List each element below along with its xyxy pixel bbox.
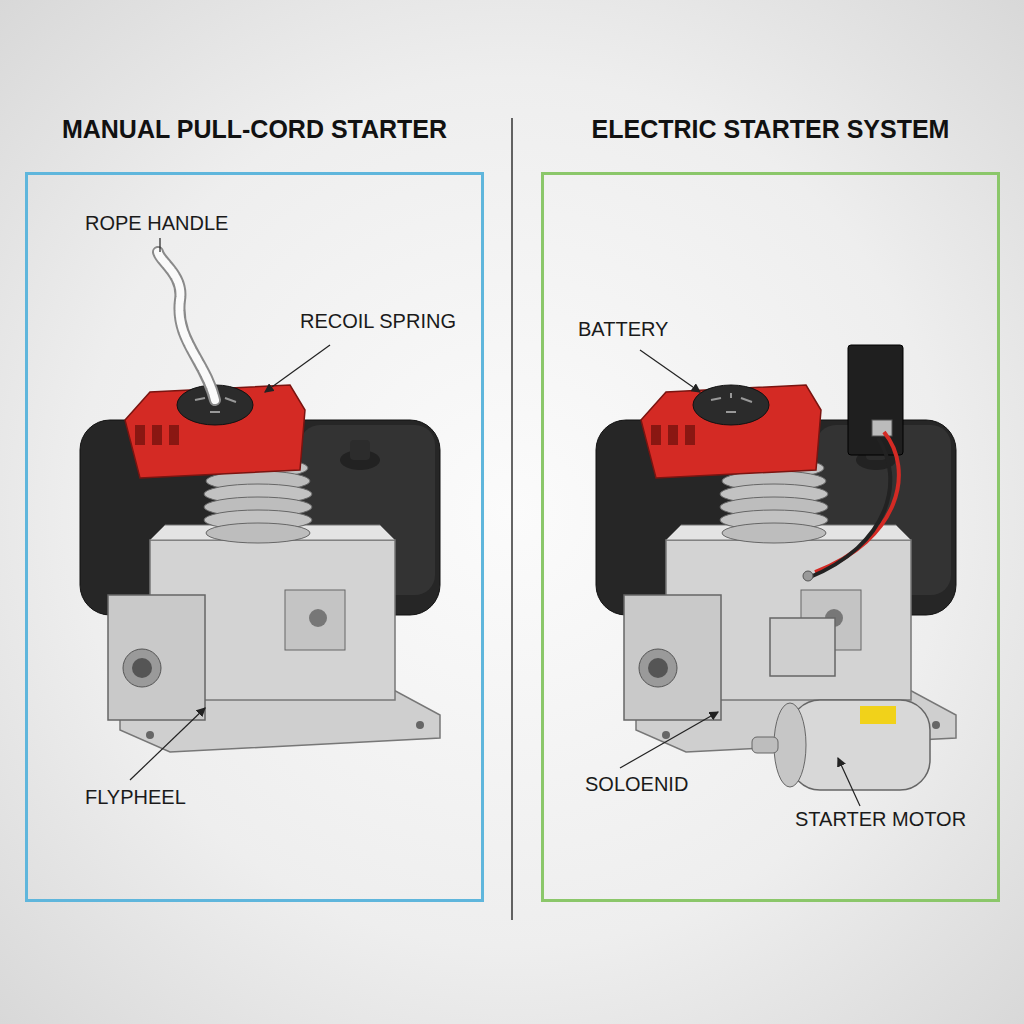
leader-line	[620, 712, 718, 768]
part-label: SOLOENID	[585, 773, 688, 796]
motor-shaft	[752, 737, 778, 753]
part-label: BATTERY	[578, 318, 668, 341]
motor-label	[860, 706, 896, 724]
divider-line	[511, 118, 513, 920]
leader-line	[640, 350, 700, 392]
part-label: FLYPHEEL	[85, 786, 186, 809]
starter-motor-body	[790, 700, 930, 790]
panel-heading: MANUAL PULL-CORD STARTER	[0, 115, 561, 144]
solenoid-body	[770, 618, 835, 676]
manual-engine	[80, 385, 440, 752]
rope-outline	[158, 252, 215, 400]
part-label: RECOIL SPRING	[300, 310, 456, 333]
rope	[158, 252, 215, 400]
leader-line	[159, 238, 160, 252]
leader-line	[838, 758, 860, 806]
battery-terminal	[872, 420, 892, 436]
leader-line	[130, 708, 205, 780]
battery-box	[848, 345, 903, 455]
wire-terminal	[803, 571, 813, 581]
motor-end	[774, 703, 806, 787]
part-label: ROPE HANDLE	[85, 212, 228, 235]
panel-heading: ELECTRIC STARTER SYSTEM	[464, 115, 1024, 144]
negative-wire	[808, 438, 890, 578]
leader-line	[265, 345, 330, 392]
part-label: STARTER MOTOR	[795, 808, 966, 831]
